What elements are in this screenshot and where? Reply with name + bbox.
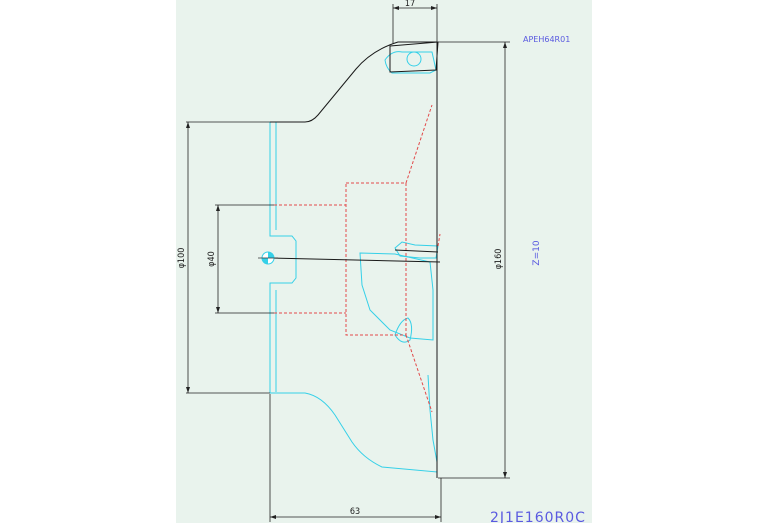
- hidden-lines: [274, 104, 441, 413]
- center-mark-icon: [258, 251, 278, 265]
- teeth-count-label: Z=10: [532, 240, 542, 265]
- insert-width-dimension: 17: [405, 0, 415, 9]
- outline: [269, 41, 441, 478]
- hub-diameter-dimension: φ100: [177, 248, 187, 269]
- dimension-arrows: [186, 6, 507, 519]
- total-length-dimension: 63: [350, 507, 360, 517]
- part-number-label: 2J1E160R0C: [490, 510, 586, 523]
- bore-diameter-dimension: φ40: [207, 251, 217, 267]
- cutter-diameter-dimension: φ160: [494, 249, 504, 270]
- cutter-body: [269, 51, 439, 473]
- insert-code-label: APEH64R01: [523, 35, 570, 44]
- dimension-lines: [186, 4, 510, 522]
- drawing-sheet: [176, 0, 592, 523]
